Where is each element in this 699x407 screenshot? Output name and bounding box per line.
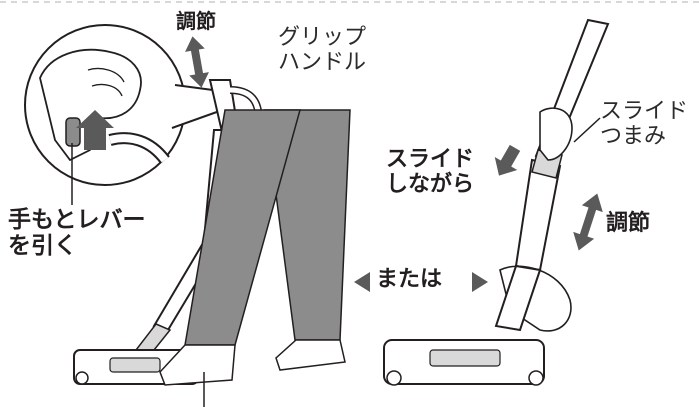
- grip-handle-label: グリップ ハンドル: [278, 25, 367, 75]
- slide-knob-label: スライド つまみ: [600, 99, 689, 149]
- triangle-right-icon: [472, 272, 488, 292]
- adjust-label-left: 調節: [176, 9, 216, 33]
- slide-while-label: スライド しながら: [386, 147, 475, 197]
- or-label: または: [376, 267, 443, 292]
- magnified-detail: [24, 24, 229, 186]
- vacuum-right: [383, 18, 610, 386]
- double-arrow-icon: [573, 193, 603, 251]
- down-arrow-icon: [494, 144, 521, 176]
- person-legs: [159, 109, 351, 407]
- pull-lever-label: 手もとレバー を引く: [8, 207, 146, 259]
- double-arrow-icon: [185, 36, 209, 88]
- adjust-label-right: 調節: [606, 211, 651, 236]
- up-arrow-icon: [76, 110, 114, 150]
- triangle-left-icon: [354, 272, 370, 292]
